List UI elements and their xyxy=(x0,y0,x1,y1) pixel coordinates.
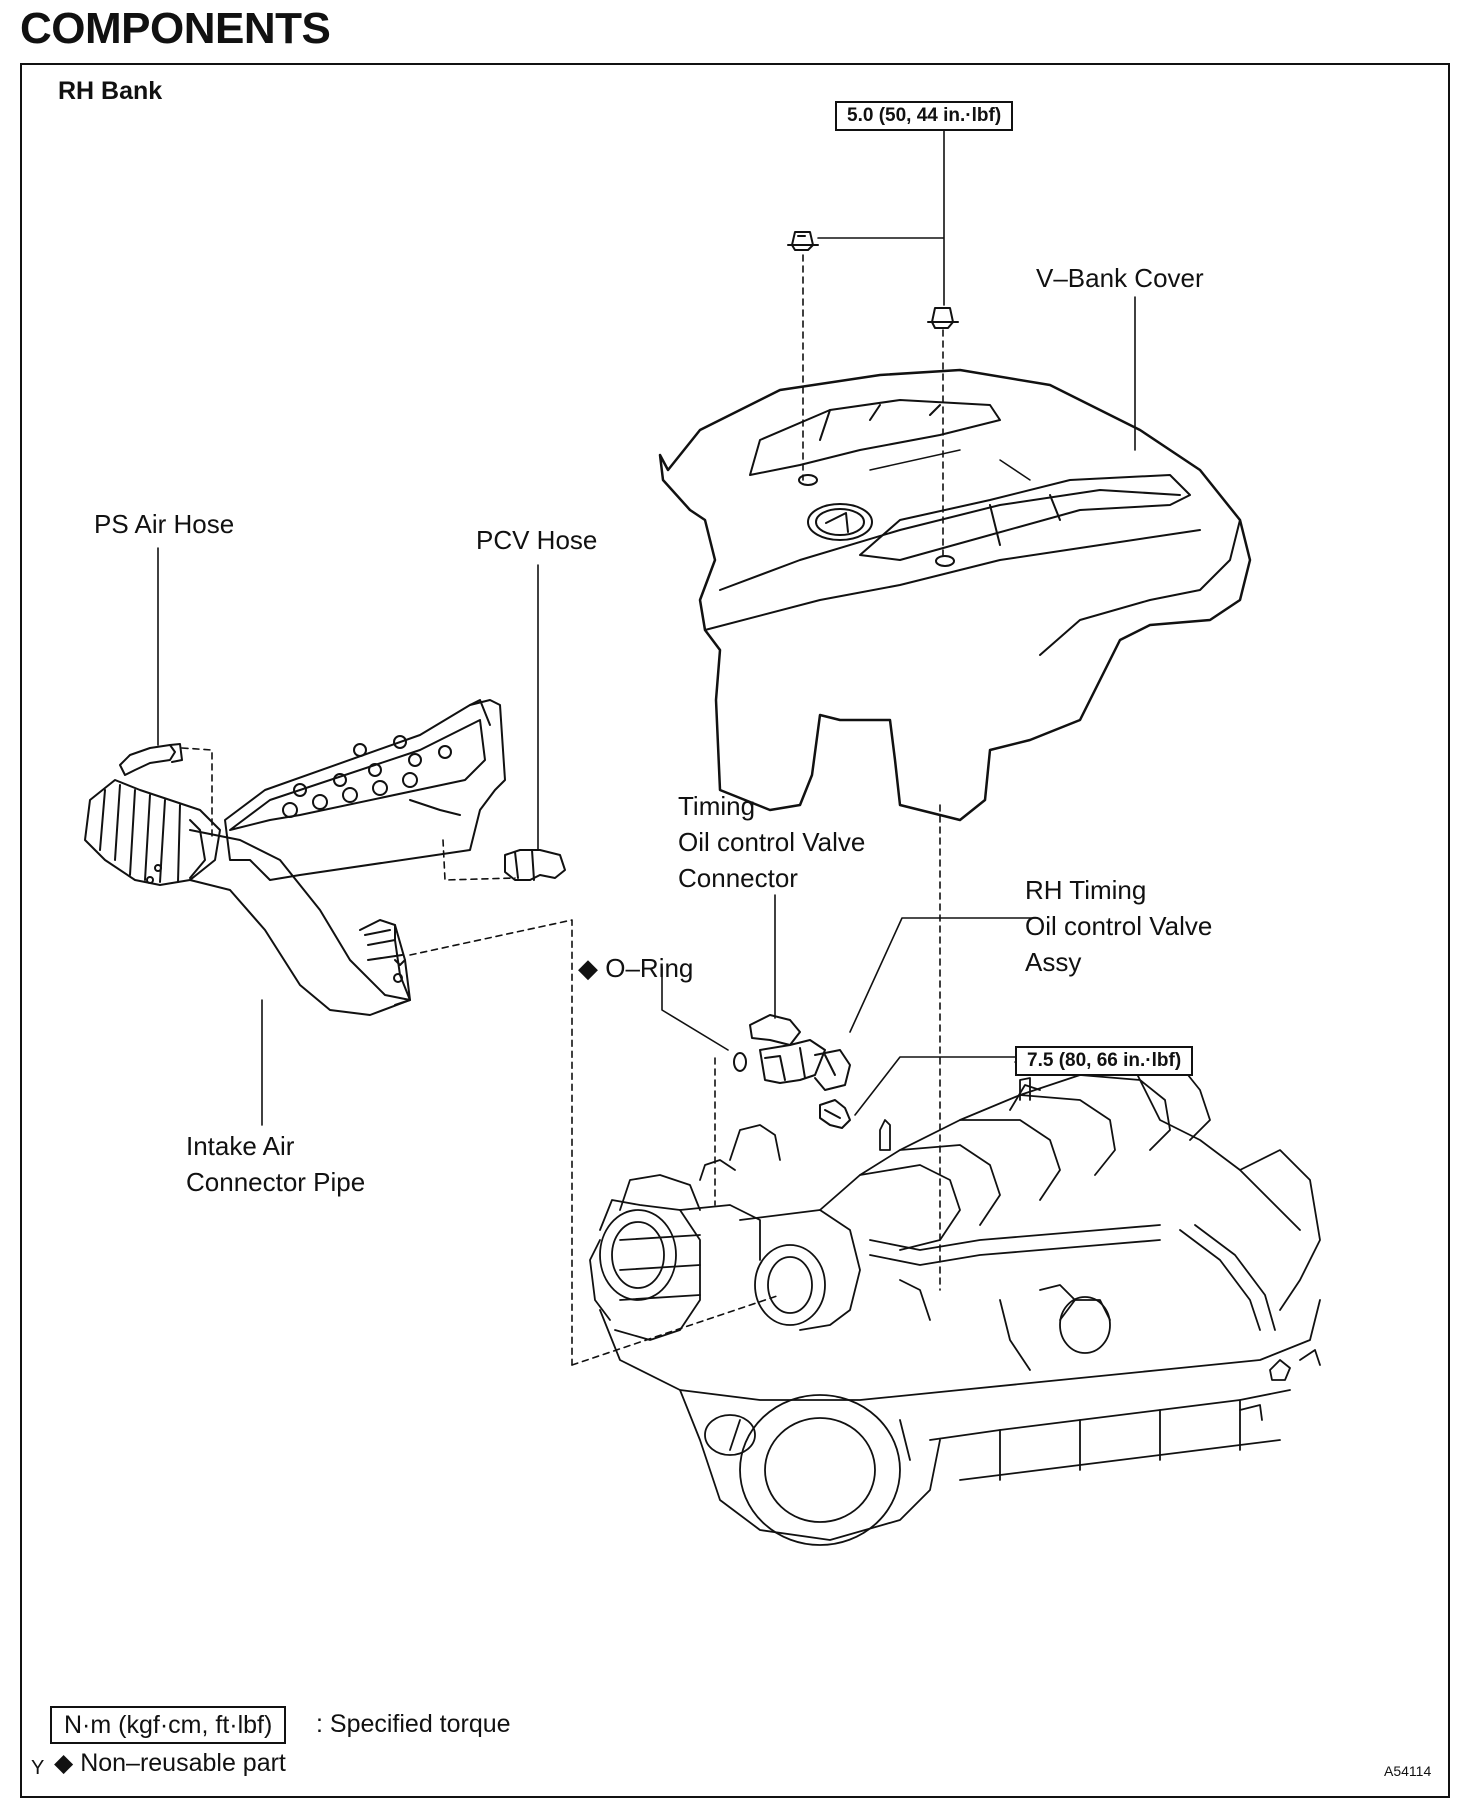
torque-spec-valve-bolt: 7.5 (80, 66 in.·lbf) xyxy=(1015,1046,1194,1076)
figure-id: A54114 xyxy=(1384,1763,1432,1779)
page-title: COMPONENTS xyxy=(20,4,331,53)
legend-torque-text: : Specified torque xyxy=(316,1710,511,1738)
non-reusable-diamond-icon: ◆ xyxy=(578,953,598,983)
legend-nonreusable: ◆ Non–reusable part xyxy=(54,1749,286,1777)
o-ring-label: ◆ O–Ring xyxy=(578,953,694,983)
cover-nuts-drawing xyxy=(787,231,959,329)
diagram-frame xyxy=(20,63,1450,1798)
rh-timing-oil-control-valve-assy-label: RH Timing Oil control Valve Assy xyxy=(1025,875,1213,977)
engine-intake-manifold-drawing xyxy=(589,1059,1321,1546)
torque-spec-cover-nuts: 5.0 (50, 44 in.·lbf) xyxy=(835,101,1014,131)
intake-air-connector-pipe-label: Intake Air Connector Pipe xyxy=(186,1131,366,1197)
intake-air-connector-pipe-drawing xyxy=(84,699,506,1016)
timing-oil-control-valve-drawing xyxy=(733,1014,851,1129)
ps-air-hose-label: PS Air Hose xyxy=(94,509,235,539)
v-bank-cover-label: V–Bank Cover xyxy=(1036,263,1204,293)
timing-oil-control-valve-connector-label: Timing Oil control Valve Connector xyxy=(678,791,866,893)
non-reusable-diamond-icon: ◆ xyxy=(54,1749,74,1777)
rh-bank-label: RH Bank xyxy=(58,77,163,105)
corner-mark: Y xyxy=(31,1757,45,1779)
pcv-hose-drawing xyxy=(504,849,566,881)
ps-air-hose-drawing xyxy=(119,743,183,776)
pcv-hose-label: PCV Hose xyxy=(476,525,598,555)
legend-torque-unit-box: N·m (kgf·cm, ft·lbf) xyxy=(50,1706,287,1744)
v-bank-cover-drawing xyxy=(658,368,1252,822)
